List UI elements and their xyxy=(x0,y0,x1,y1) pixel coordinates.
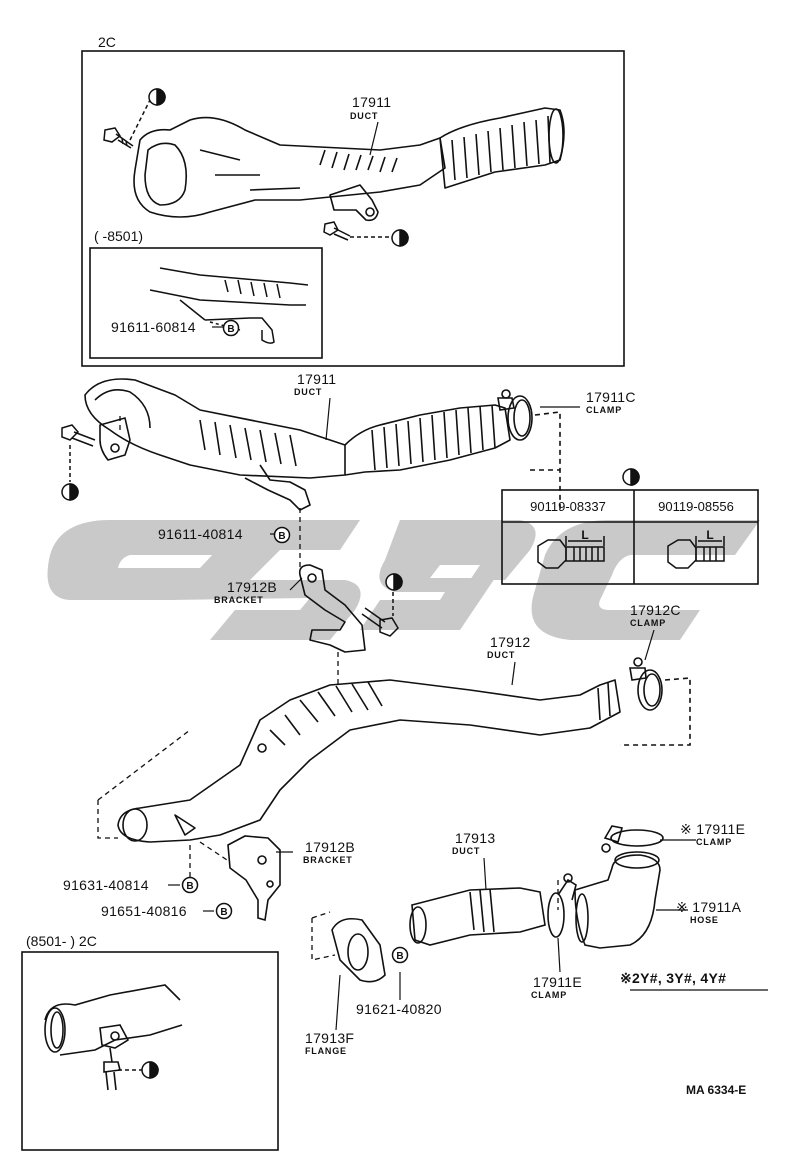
clamp-17911e-bottom-drawing xyxy=(547,873,577,938)
leader-lines xyxy=(168,121,768,1031)
part-91651-40816-number: 91651-40816 xyxy=(101,903,187,919)
part-17912b-bottom-name: BRACKET xyxy=(303,855,353,865)
diagram-code: MA 6334-E xyxy=(686,1083,747,1097)
part-17912b-bottom-number: 17912B xyxy=(305,839,356,855)
part-91611-40814-number: 91611-40814 xyxy=(158,526,243,542)
bolt-mid-left-drawing xyxy=(61,424,96,482)
part-17912b-top-name: BRACKET xyxy=(214,595,264,605)
circled-b-letters: B B B B B xyxy=(186,324,403,962)
bolt-2-length-label: L xyxy=(706,528,713,542)
duct-17913-drawing xyxy=(409,887,546,946)
flange-17913f-drawing xyxy=(331,917,386,983)
bottom-group-label: (8501- ) 2C xyxy=(26,933,97,949)
part-17911c-name: CLAMP xyxy=(586,405,622,415)
duct-17912-drawing xyxy=(117,679,621,843)
part-17912-name: DUCT xyxy=(487,650,516,660)
bolt-table-col2-header: 90119-08556 xyxy=(658,499,734,514)
bolt-table-col1-header: 90119-08337 xyxy=(530,499,606,514)
bolt-table-bolt-1 xyxy=(537,536,605,569)
part-17911-mid-name: DUCT xyxy=(294,387,323,397)
part-91631-40814-number: 91631-40814 xyxy=(63,877,149,893)
clamp-17911e-top-drawing xyxy=(601,825,664,853)
bolt-1-length-label: L xyxy=(581,528,588,542)
part-17911-top-name: DUCT xyxy=(350,111,379,121)
part-17912-number: 17912 xyxy=(490,634,531,650)
part-17911e-top-label: ※ 17911E xyxy=(680,822,745,836)
part-17912b-top-number: 17912B xyxy=(227,579,278,595)
part-17911-mid-number: 17911 xyxy=(297,371,337,387)
part-17913f-name: FLANGE xyxy=(305,1046,347,1056)
bolt-table-frame xyxy=(501,489,759,585)
part-17911e-bottom-name: CLAMP xyxy=(531,990,567,1000)
part-17911a-label: ※ 17911A xyxy=(676,900,741,914)
clamp-17911c-drawing xyxy=(497,389,561,510)
part-17911a-name: HOSE xyxy=(690,915,719,925)
part-17911e-top-mark: ※ xyxy=(680,821,693,837)
part-17911e-bottom-number: 17911E xyxy=(533,974,583,990)
duct-end-2c-drawing xyxy=(44,984,183,1091)
top-group-label: 2C xyxy=(98,34,116,50)
bolt-top-right-drawing xyxy=(323,221,392,241)
part-17913-number: 17913 xyxy=(455,830,496,846)
part-17911-top-number: 17911 xyxy=(352,94,392,110)
top-inset-range-label: ( -8501) xyxy=(94,228,144,244)
bolt-table-bolt-2 xyxy=(667,536,725,569)
part-17911e-top-number: 17911E xyxy=(696,821,746,837)
part-17912c-name: CLAMP xyxy=(630,618,666,628)
bracket-17912b-bottom-drawing xyxy=(227,835,281,922)
applicability-note: ※2Y#, 3Y#, 4Y# xyxy=(620,970,727,986)
b-marker-1: B xyxy=(227,324,234,335)
bolt-bracket-drawing xyxy=(361,585,399,637)
top-2c-frame xyxy=(81,50,625,367)
watermark-logo xyxy=(47,520,760,640)
b-marker-5: B xyxy=(396,951,403,962)
part-17911e-top-name: CLAMP xyxy=(696,837,732,847)
bracket-17912b-top-drawing xyxy=(298,564,366,653)
b-marker-3: B xyxy=(186,881,193,892)
part-17911a-mark: ※ xyxy=(676,899,689,915)
bolt-table-l-labels: L L xyxy=(581,528,713,542)
part-17911c-number: 17911C xyxy=(586,389,636,405)
hose-17911a-drawing xyxy=(574,851,661,949)
circled-b-markers xyxy=(181,319,409,964)
b-marker-4: B xyxy=(220,907,227,918)
half-circle-symbols xyxy=(61,88,640,1079)
part-17912c-number: 17912C xyxy=(630,602,681,618)
bottom-2c-frame xyxy=(21,951,279,1151)
part-17913f-number: 17913F xyxy=(305,1030,355,1046)
part-17913-name: DUCT xyxy=(452,846,481,856)
part-17911a-number: 17911A xyxy=(692,899,742,915)
duct-17911-top-drawing xyxy=(133,107,565,222)
duct-17911-mid-drawing xyxy=(84,378,511,511)
dashed-assembly-lines xyxy=(97,415,559,961)
bolt-top-left-drawing xyxy=(103,99,151,149)
clamp-17912c-drawing xyxy=(620,657,691,746)
part-91621-40820-number: 91621-40820 xyxy=(356,1001,442,1017)
part-91611-60814-number: 91611-60814 xyxy=(111,319,196,335)
b-marker-2: B xyxy=(278,531,285,542)
